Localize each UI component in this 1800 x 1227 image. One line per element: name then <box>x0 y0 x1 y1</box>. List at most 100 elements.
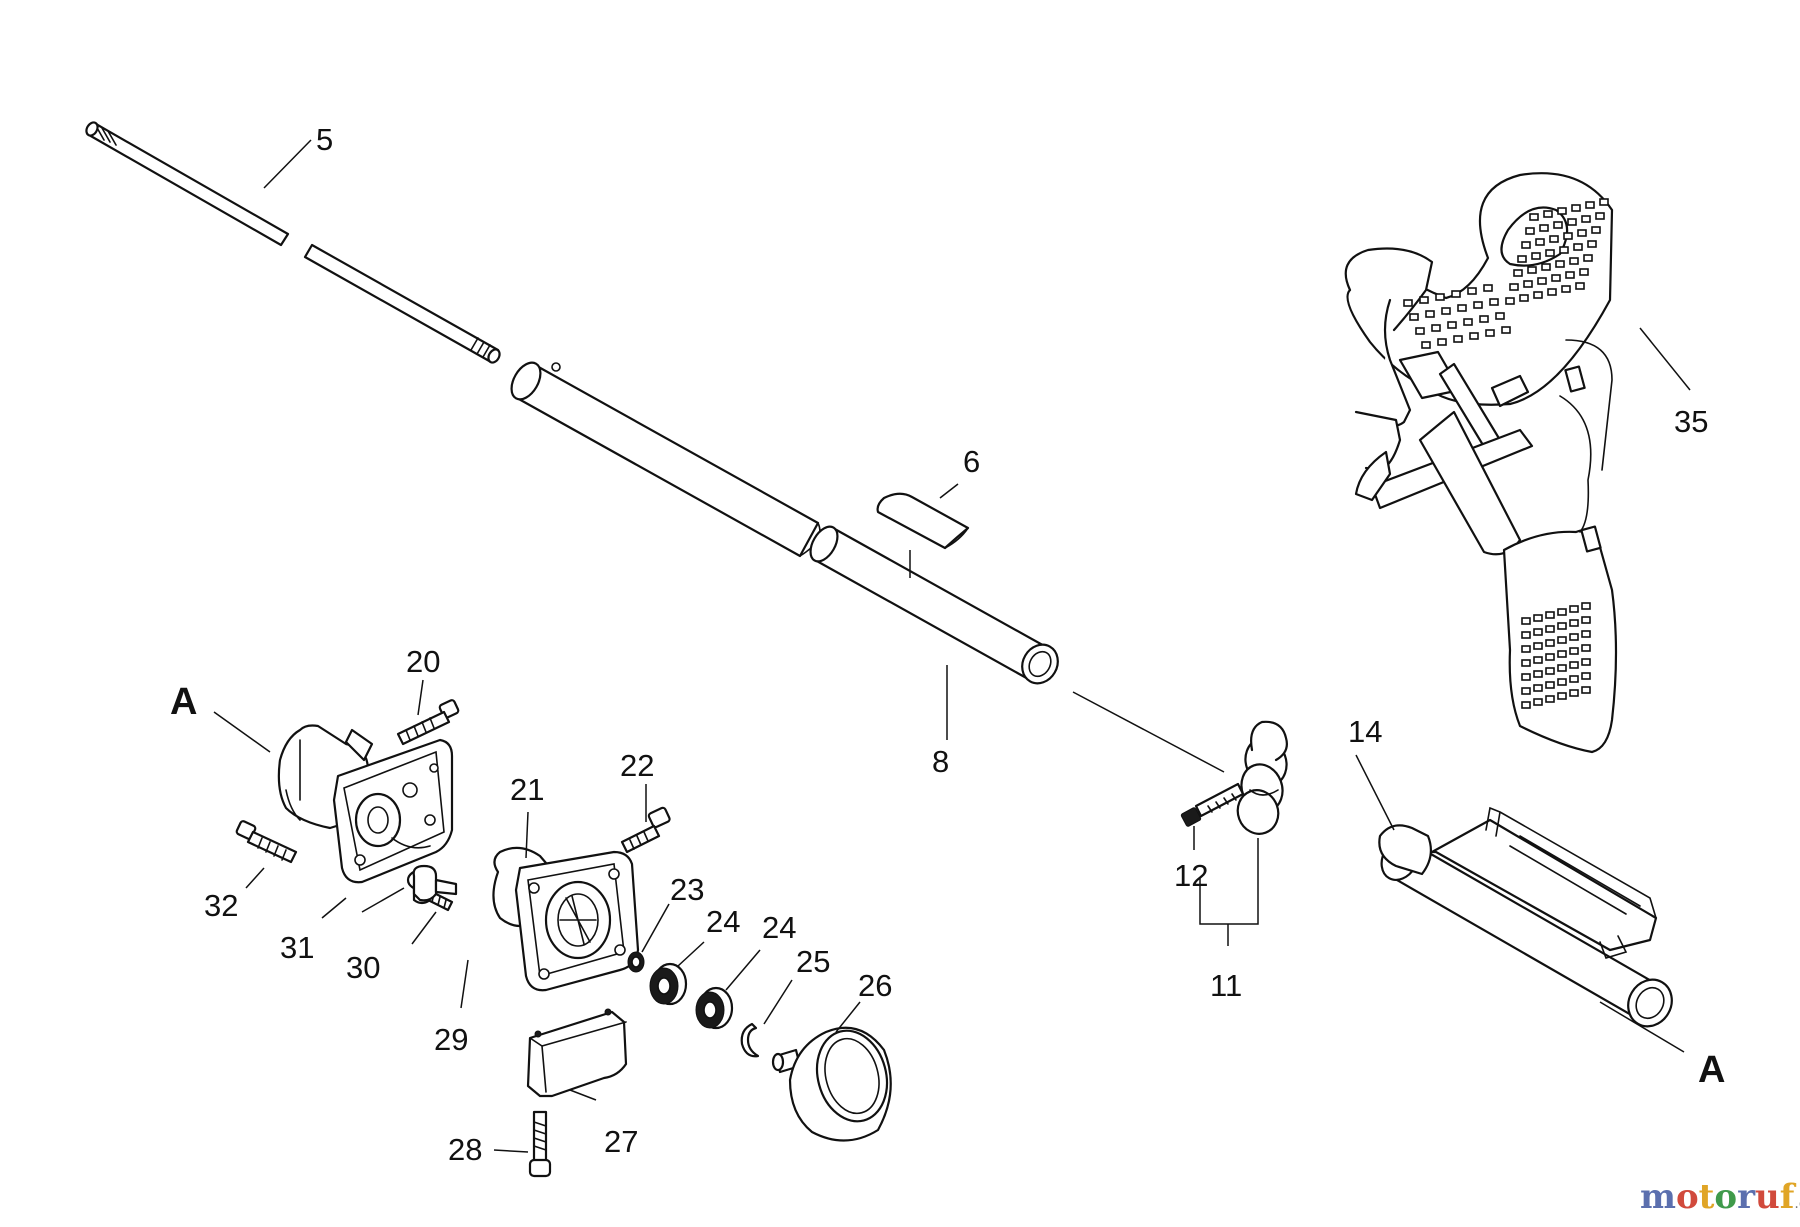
vent-hole <box>1479 315 1489 323</box>
vent-hole <box>1457 304 1467 312</box>
vent-hole <box>1565 271 1575 279</box>
vent-hole <box>1533 628 1543 636</box>
bearing-icon <box>695 986 734 1030</box>
callout-8: 8 <box>932 744 949 779</box>
vent-hole <box>1505 297 1515 305</box>
vent-hole <box>1569 619 1579 627</box>
callout-27: 27 <box>604 1124 638 1159</box>
vent-hole <box>1581 215 1591 223</box>
vent-hole <box>1501 326 1511 334</box>
vent-hole <box>1521 645 1531 653</box>
vent-hole <box>1403 299 1413 307</box>
vent-hole <box>1579 268 1589 276</box>
vent-hole <box>1533 642 1543 650</box>
vent-hole <box>1557 678 1567 686</box>
callout-23: 23 <box>670 872 704 907</box>
vent-hole <box>1545 653 1555 661</box>
vent-hole <box>1533 656 1543 664</box>
vent-hole <box>1529 213 1539 221</box>
vent-hole <box>1415 327 1425 335</box>
vent-hole <box>1533 698 1543 706</box>
vent-hole <box>1563 232 1573 240</box>
bolt-icon <box>1180 782 1245 827</box>
vent-hole <box>1519 294 1529 302</box>
vent-hole <box>1581 644 1591 652</box>
vent-hole <box>1549 235 1559 243</box>
vent-hole <box>1575 282 1585 290</box>
callout-12: 12 <box>1174 858 1208 893</box>
vent-hole <box>1557 207 1567 215</box>
vent-hole <box>1485 329 1495 337</box>
snap-ring-icon <box>740 1022 760 1058</box>
vent-hole <box>1583 254 1593 262</box>
vent-hole <box>1569 605 1579 613</box>
callout-6: 6 <box>963 444 980 479</box>
svg-text:motoruf.de: motoruf.de <box>1640 1177 1800 1217</box>
vent-hole <box>1533 614 1543 622</box>
vent-hole <box>1533 684 1543 692</box>
vent-hole <box>1569 647 1579 655</box>
vent-hole <box>1513 269 1523 277</box>
handle-grip-icon <box>1378 806 1673 1028</box>
callout-30: 30 <box>346 950 380 985</box>
vent-hole <box>1581 658 1591 666</box>
vent-hole <box>1495 312 1505 320</box>
vent-hole <box>1419 296 1429 304</box>
bolt-icon <box>235 820 298 864</box>
callout-5: 5 <box>316 122 333 157</box>
vent-hole <box>1521 687 1531 695</box>
vent-hole <box>1527 266 1537 274</box>
vent-hole <box>1569 633 1579 641</box>
vent-hole <box>1571 204 1581 212</box>
bolt-icon <box>412 864 458 902</box>
vent-hole <box>1537 277 1547 285</box>
vent-hole <box>1521 241 1531 249</box>
vent-hole <box>1577 229 1587 237</box>
vent-hole <box>1425 310 1435 318</box>
vent-hole <box>1473 301 1483 309</box>
callout-24a: 24 <box>706 904 740 939</box>
callout-35: 35 <box>1674 404 1708 439</box>
vent-hole <box>1521 631 1531 639</box>
reference-mark-left: A <box>170 681 197 723</box>
vent-hole <box>1599 198 1609 206</box>
vent-hole <box>1557 622 1567 630</box>
vent-hole <box>1525 227 1535 235</box>
vent-hole <box>1569 689 1579 697</box>
vent-hole <box>1523 280 1533 288</box>
vent-hole <box>1521 673 1531 681</box>
vent-hole <box>1591 226 1601 234</box>
vent-hole <box>1447 321 1457 329</box>
shaft-tube-icon <box>510 361 1059 685</box>
vent-hole <box>1545 667 1555 675</box>
vent-hole <box>1467 287 1477 295</box>
vent-hole <box>1489 298 1499 306</box>
vent-hole <box>1437 338 1447 346</box>
vent-hole <box>1557 650 1567 658</box>
leader-lines <box>213 139 1691 1153</box>
callout-26: 26 <box>858 968 892 1003</box>
callout-25: 25 <box>796 944 830 979</box>
vent-hole <box>1521 701 1531 709</box>
callout-29: 29 <box>434 1022 468 1057</box>
vent-hole <box>1545 639 1555 647</box>
callout-28: 28 <box>448 1132 482 1167</box>
gear-case-icon <box>492 846 640 992</box>
callout-14: 14 <box>1348 714 1382 749</box>
vent-hole <box>1521 617 1531 625</box>
vent-hole <box>1483 284 1493 292</box>
vent-hole <box>1531 252 1541 260</box>
callout-24b: 24 <box>762 910 796 945</box>
vent-hole <box>1469 332 1479 340</box>
callout-20: 20 <box>406 644 440 679</box>
vent-hole <box>1581 672 1591 680</box>
vent-hole <box>1451 290 1461 298</box>
vent-hole <box>1573 243 1583 251</box>
vent-hole <box>1569 661 1579 669</box>
bolt-icon <box>620 806 671 854</box>
vent-hole <box>1533 670 1543 678</box>
vent-hole <box>1431 324 1441 332</box>
callout-11: 11 <box>1210 968 1242 1003</box>
vent-hole <box>1535 238 1545 246</box>
vent-hole <box>1545 625 1555 633</box>
